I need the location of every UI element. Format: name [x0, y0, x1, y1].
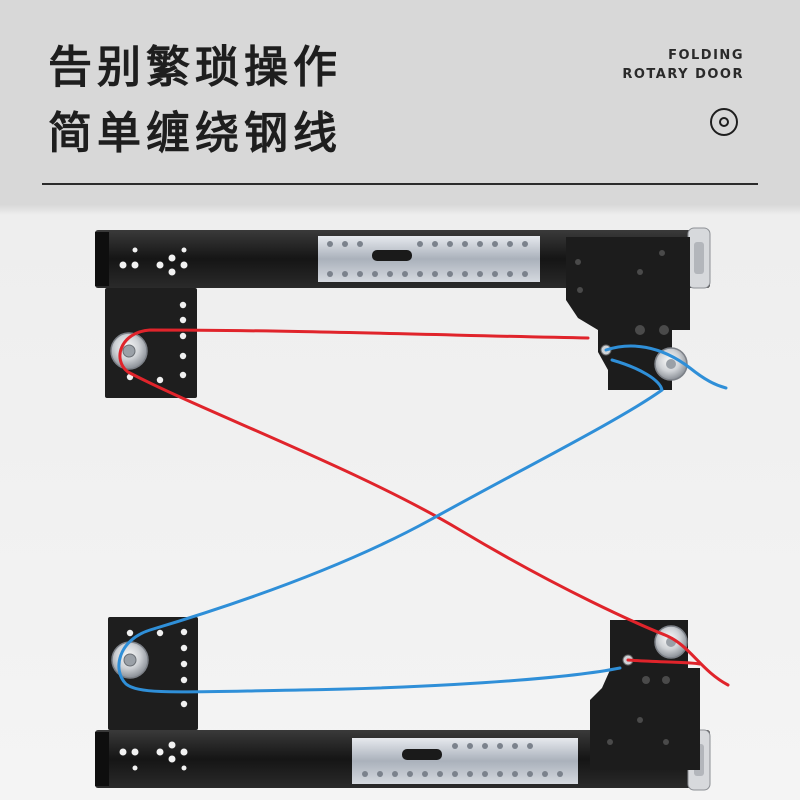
headline-line1: 告别繁琐操作 [48, 42, 342, 93]
steel-cables [117, 328, 730, 694]
top-right-lock-block [566, 237, 690, 390]
brand-line2: ROTARY DOOR [622, 67, 744, 82]
concentric-circle-icon [710, 108, 738, 136]
bottom-slide-rail [95, 729, 711, 791]
header-band [0, 0, 800, 205]
divider-line [42, 183, 758, 185]
top-slide-rail [95, 227, 711, 289]
bottom-left-bracket-plate [108, 617, 198, 730]
headline-line2: 简单缠绕钢线 [48, 108, 342, 159]
top-left-bracket-plate [105, 288, 197, 398]
bottom-right-lock-block [590, 620, 700, 770]
brand-line1: FOLDING [668, 48, 744, 63]
red-cable [118, 328, 730, 687]
blue-cable [604, 344, 728, 390]
